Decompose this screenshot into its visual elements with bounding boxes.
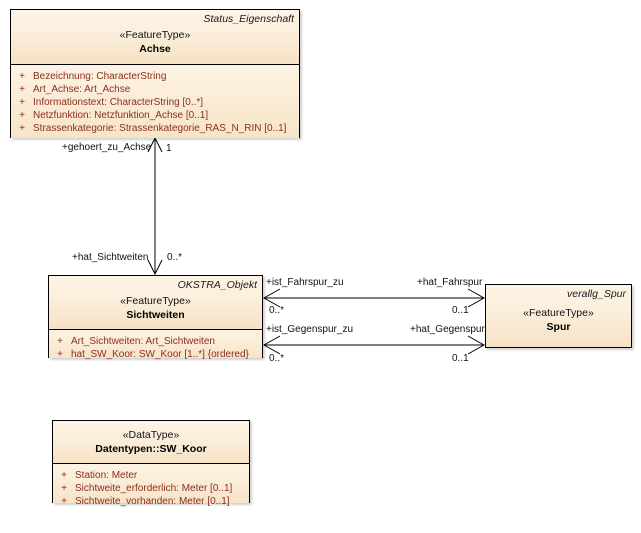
attribute-visibility: + (19, 97, 25, 108)
arrowhead-down-sichtweiten (147, 259, 163, 276)
role-label-hat-fahrspur: +hat_Fahrspur (417, 277, 483, 288)
class-sw-koor[interactable]: «DataType» Datentypen::SW_Koor + Station… (52, 420, 250, 507)
class-achse-namespace: Status_Eigenschaft (203, 13, 294, 25)
class-achse-stereotype: «FeatureType» (119, 29, 191, 41)
class-spur[interactable]: verallg_Spur «FeatureType» Spur (485, 284, 632, 348)
class-spur-stereotype: «FeatureType» (523, 307, 594, 319)
attribute-text: Art_Achse: Art_Achse (33, 84, 131, 95)
class-sw-koor-attributes: + Station: Meter + Sichtweite_erforderli… (53, 463, 249, 507)
attribute-row: + Art_Sichtweiten: Art_Sichtweiten (49, 335, 262, 348)
attribute-text: Strassenkategorie: Strassenkategorie_RAS… (33, 123, 287, 134)
mult-label-ist-gegenspur-zu: 0..* (269, 353, 285, 364)
role-label-ist-fahrspur-zu: +ist_Fahrspur_zu (266, 277, 344, 288)
arrowhead-right-gegenspur (467, 335, 486, 355)
attribute-text: Sichtweite_vorhanden: Meter [0..1] (75, 496, 230, 507)
class-sw-koor-header: «DataType» Datentypen::SW_Koor (53, 421, 249, 463)
class-spur-name: Spur (546, 321, 571, 333)
class-spur-namespace: verallg_Spur (567, 288, 626, 300)
attribute-row: + Station: Meter (53, 469, 249, 482)
attribute-visibility: + (57, 349, 63, 360)
mult-label-gehoert-zu-achse: 1 (166, 143, 172, 154)
role-label-hat-sichtweiten: +hat_Sichtweiten (72, 252, 149, 263)
attribute-text: Sichtweite_erforderlich: Meter [0..1] (75, 483, 233, 494)
class-achse-name: Achse (139, 43, 171, 55)
attribute-visibility: + (19, 84, 25, 95)
attribute-row: + Strassenkategorie: Strassenkategorie_R… (11, 122, 299, 135)
mult-label-hat-gegenspur: 0..1 (452, 353, 469, 364)
mult-label-ist-fahrspur-zu: 0..* (269, 305, 285, 316)
attribute-text: Station: Meter (75, 470, 138, 481)
attribute-row: + Sichtweite_erforderlich: Meter [0..1] (53, 482, 249, 495)
attribute-visibility: + (19, 123, 25, 134)
class-sichtweiten-header: OKSTRA_Objekt «FeatureType» Sichtweiten (49, 276, 262, 329)
attribute-text: Informationstext: CharacterString [0..*] (33, 97, 204, 108)
attribute-visibility: + (61, 496, 67, 507)
attribute-row: + Informationstext: CharacterString [0..… (11, 96, 299, 109)
role-label-hat-gegenspur: +hat_Gegenspur (410, 324, 485, 335)
attribute-row: + Netzfunktion: Netzfunktion_Achse [0..1… (11, 109, 299, 122)
class-sichtweiten-namespace: OKSTRA_Objekt (177, 279, 257, 291)
class-sichtweiten-name: Sichtweiten (126, 309, 185, 321)
attribute-visibility: + (61, 483, 67, 494)
mult-label-hat-sichtweiten: 0..* (167, 252, 183, 263)
attribute-row: + Art_Achse: Art_Achse (11, 83, 299, 96)
attribute-text: Bezeichnung: CharacterString (33, 71, 167, 82)
attribute-row: + Sichtweite_vorhanden: Meter [0..1] (53, 495, 249, 508)
role-label-gehoert-zu-achse: +gehoert_zu_Achse (62, 142, 152, 153)
arrowhead-left-gegenspur (262, 335, 281, 355)
role-label-ist-gegenspur-zu: +ist_Gegenspur_zu (266, 324, 354, 335)
class-sw-koor-stereotype: «DataType» (122, 429, 180, 441)
class-sichtweiten-stereotype: «FeatureType» (120, 295, 191, 307)
attribute-text: hat_SW_Koor: SW_Koor [1..*] {ordered} (71, 349, 249, 360)
class-achse-header: Status_Eigenschaft «FeatureType» Achse (11, 10, 299, 64)
class-spur-header: verallg_Spur «FeatureType» Spur (486, 285, 631, 347)
attribute-visibility: + (61, 470, 67, 481)
attribute-text: Art_Sichtweiten: Art_Sichtweiten (71, 336, 215, 347)
attribute-visibility: + (19, 71, 25, 82)
attribute-text: Netzfunktion: Netzfunktion_Achse [0..1] (33, 110, 209, 121)
attribute-visibility: + (57, 336, 63, 347)
arrowhead-right-fahrspur (467, 288, 486, 308)
attribute-row: + hat_SW_Koor: SW_Koor [1..*] {ordered} (49, 348, 262, 361)
attribute-visibility: + (19, 110, 25, 121)
class-achse[interactable]: Status_Eigenschaft «FeatureType» Achse +… (10, 9, 300, 138)
attribute-row: + Bezeichnung: CharacterString (11, 70, 299, 83)
class-achse-attributes: + Bezeichnung: CharacterString + Art_Ach… (11, 64, 299, 138)
class-sichtweiten-attributes: + Art_Sichtweiten: Art_Sichtweiten + hat… (49, 329, 262, 361)
class-sichtweiten[interactable]: OKSTRA_Objekt «FeatureType» Sichtweiten … (48, 275, 263, 361)
mult-label-hat-fahrspur: 0..1 (452, 305, 469, 316)
class-sw-koor-name: Datentypen::SW_Koor (95, 443, 207, 455)
